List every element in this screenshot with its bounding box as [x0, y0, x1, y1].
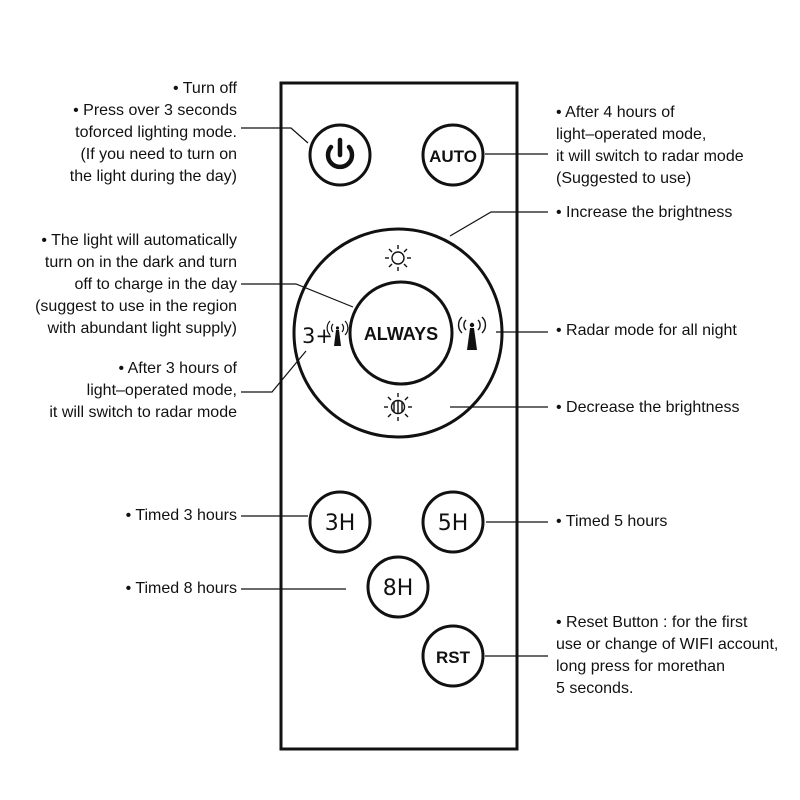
sun-dim-icon	[384, 393, 412, 421]
auto-button-label: AUTO	[429, 147, 477, 166]
annotation-auto: • After 4 hours of light–operated mode, …	[556, 102, 744, 190]
power-icon	[325, 137, 355, 170]
annotation-line: long press for morethan	[556, 658, 725, 675]
leader-power	[241, 127, 309, 144]
leader-always	[241, 283, 354, 308]
annotation-line: • Timed 8 hours	[125, 580, 237, 597]
annotation-line: • Decrease the brightness	[556, 399, 740, 416]
annotation-line: • After 4 hours of	[556, 104, 675, 121]
power-button[interactable]	[308, 123, 372, 187]
annotation-line: it will switch to radar mode	[49, 404, 237, 421]
annotation-radar: • Radar mode for all night	[556, 320, 737, 342]
annotation-brightness-up: • Increase the brightness	[556, 202, 732, 224]
annotation-line: • After 3 hours of	[118, 360, 237, 377]
auto-button[interactable]: AUTO	[421, 123, 485, 187]
annotation-line: light–operated mode,	[556, 126, 707, 143]
annotation-line: turn on in the dark and turn	[44, 254, 237, 271]
annotation-line: with abundant light supply)	[47, 320, 237, 337]
annotation-line: • Reset Button : for the first	[556, 614, 748, 631]
always-button[interactable]: ALWAYS	[348, 280, 454, 386]
leader-three-plus	[241, 350, 307, 393]
timer-8h-button[interactable]: 8H	[366, 555, 430, 619]
timer-3h-label: 3H	[325, 511, 356, 536]
annotation-line: toforced lighting mode.	[75, 124, 237, 141]
sun-bright-icon	[385, 245, 411, 271]
brightness-down-button[interactable]	[378, 387, 418, 427]
three-plus-label: 3+	[302, 324, 333, 348]
annotation-line: • Turn off	[172, 80, 237, 97]
reset-button-label: RST	[436, 648, 471, 667]
annotation-line: • The light will automatically	[41, 232, 237, 249]
annotation-line: • Press over 3 seconds	[73, 102, 237, 119]
annotation-timer-3h: • Timed 3 hours	[126, 505, 237, 527]
annotation-line: • Radar mode for all night	[556, 322, 737, 339]
annotation-line: (suggest to use in the region	[35, 298, 237, 315]
annotation-line: • Increase the brightness	[556, 204, 733, 221]
leader-lines	[241, 127, 548, 657]
radar-button[interactable]	[455, 314, 491, 354]
annotation-line: off to charge in the day	[74, 276, 237, 293]
annotation-reset: • Reset Button : for the first use or ch…	[556, 612, 778, 700]
timer-5h-label: 5H	[438, 511, 469, 536]
annotation-power: • Turn off • Press over 3 seconds toforc…	[70, 78, 237, 188]
three-plus-radar-button[interactable]: 3+	[300, 315, 349, 351]
timer-8h-label: 8H	[383, 576, 414, 601]
annotation-line: (Suggested to use)	[556, 170, 692, 187]
brightness-up-button[interactable]	[378, 238, 418, 278]
annotation-line: • Timed 5 hours	[556, 513, 668, 530]
leader-brightness-up	[449, 211, 548, 237]
annotation-timer-5h: • Timed 5 hours	[556, 511, 667, 533]
remote-body	[279, 81, 519, 751]
timer-5h-button[interactable]: 5H	[421, 490, 485, 554]
annotation-line: • Timed 3 hours	[125, 507, 237, 524]
timer-3h-button[interactable]: 3H	[308, 490, 372, 554]
radar-antenna-icon	[457, 316, 487, 350]
always-button-label: ALWAYS	[364, 324, 438, 344]
annotation-three-plus: • After 3 hours of light–operated mode, …	[49, 358, 237, 424]
annotation-line: light–operated mode,	[86, 382, 237, 399]
annotation-line: the light during the day)	[69, 168, 237, 185]
reset-button[interactable]: RST	[421, 624, 485, 688]
annotation-line: it will switch to radar mode	[556, 148, 744, 165]
annotation-timer-8h: • Timed 8 hours	[126, 578, 237, 600]
annotation-brightness-down: • Decrease the brightness	[556, 397, 739, 419]
annotation-line: use or change of WIFI account,	[556, 636, 779, 653]
annotation-line: (If you need to turn on	[80, 146, 237, 163]
annotation-always: • The light will automatically turn on i…	[35, 230, 237, 340]
radar-antenna-icon	[326, 320, 349, 346]
annotation-line: 5 seconds.	[556, 680, 634, 697]
